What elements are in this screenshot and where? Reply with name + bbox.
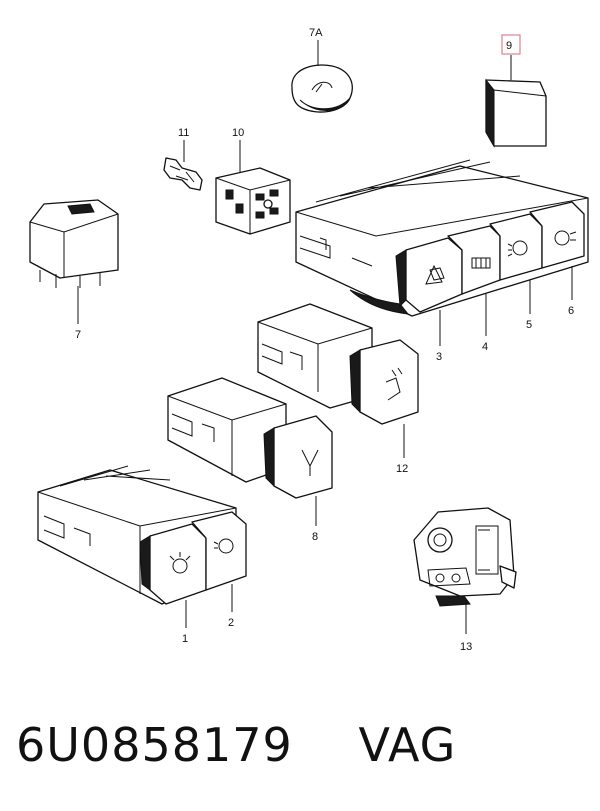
label-9: 9	[506, 40, 512, 52]
label-10: 10	[232, 127, 244, 139]
switch-bank-top	[295, 159, 589, 317]
part-11-terminal	[163, 157, 203, 191]
seat-heat-icon	[385, 377, 401, 401]
label-11: 11	[178, 127, 189, 139]
switch-8-face	[273, 415, 333, 499]
label-4: 4	[482, 341, 488, 353]
part-9-cap	[485, 78, 547, 148]
part-7-relay	[29, 199, 119, 288]
switch-bank-bottom	[37, 465, 247, 605]
brand-name: VAG	[358, 718, 457, 772]
hazard-triangle-icon	[425, 264, 443, 285]
part-number: 6U0858179	[16, 718, 293, 772]
part-12-seat-heater-switch	[257, 303, 419, 425]
headlight-range-icon	[218, 538, 234, 554]
label-7a: 7A	[309, 27, 323, 39]
label-9-highlight-box	[501, 34, 521, 55]
part-10-relay-socket	[215, 167, 291, 235]
label-8: 8	[312, 531, 318, 543]
label-2: 2	[228, 617, 234, 629]
interior-light-icon	[301, 449, 319, 476]
switch-12-face	[359, 339, 419, 425]
switch-2-face	[191, 511, 247, 591]
label-12: 12	[396, 463, 408, 475]
part-7a-cover	[291, 64, 353, 113]
fog-light-icon	[512, 240, 528, 256]
label-3: 3	[436, 351, 442, 363]
label-6: 6	[568, 305, 574, 317]
label-1: 1	[182, 633, 188, 645]
headlight-icon	[554, 230, 570, 246]
label-5: 5	[526, 319, 532, 331]
label-7: 7	[75, 329, 81, 341]
part-number-caption: 6U0858179 VAG	[16, 700, 456, 790]
switch-6-face	[529, 201, 585, 269]
label-13: 13	[460, 641, 472, 653]
lighting-switch-icon	[172, 558, 188, 574]
parts-diagram: 7A 9 11 10 7	[29, 27, 589, 653]
part-13-module	[413, 507, 517, 607]
part-8-switch	[167, 377, 333, 499]
switch-1-face	[149, 523, 207, 605]
